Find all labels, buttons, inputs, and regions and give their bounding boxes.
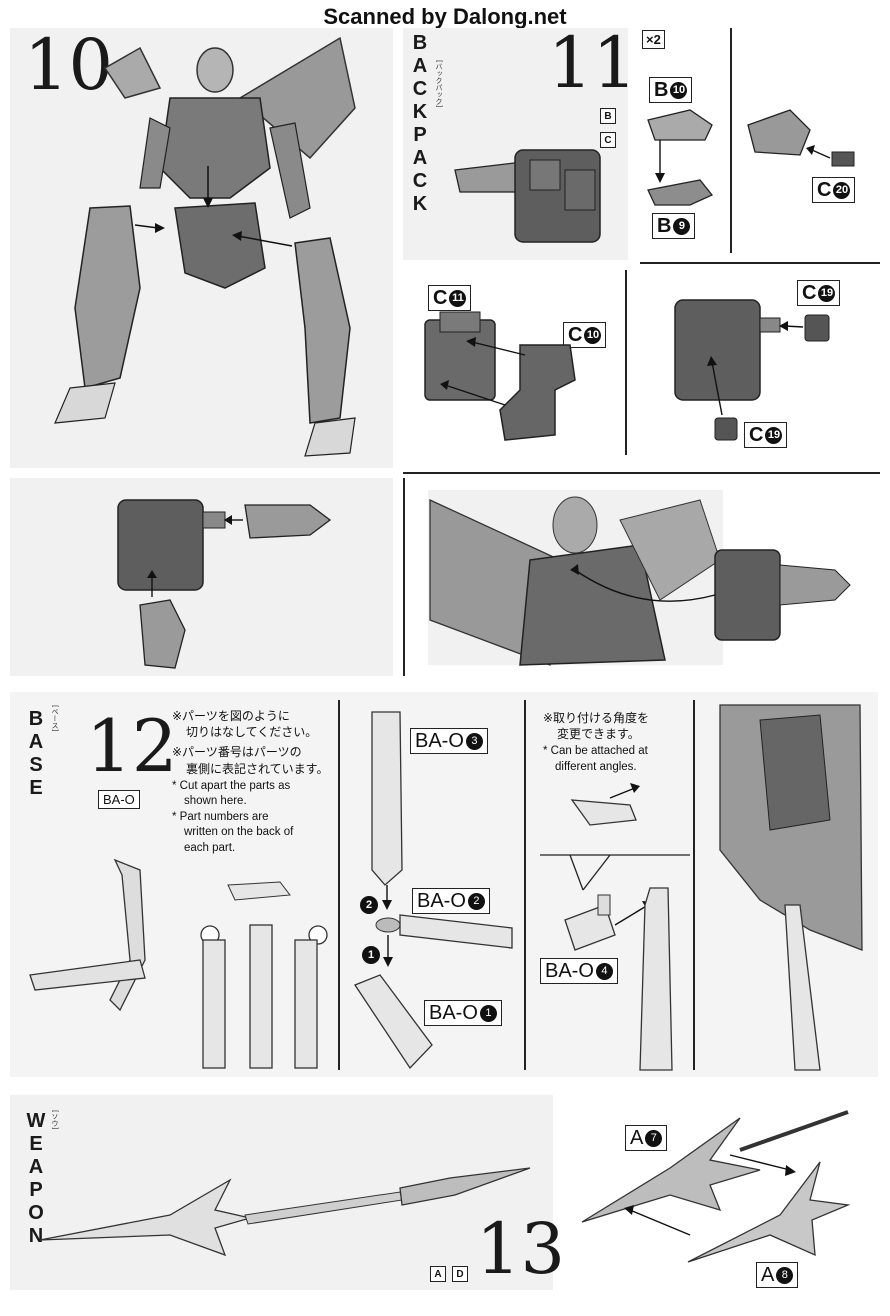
part-tag-b10-number: 10 [670,81,688,99]
part-tag-c20-runner: C [817,179,832,201]
part-tag-c19-top-number: 19 [818,284,836,302]
backpack-assembly-divider [403,478,405,676]
step12-divider-1 [338,700,340,1070]
step11-divider-vertical-1 [730,28,732,253]
step13-furigana: [ソウ] [51,1110,59,1130]
note-jp-4: 裏側に表記されています。 [186,761,329,776]
part-tag-b9: B 9 [652,213,696,239]
part-tag-a8: A 8 [756,1262,799,1288]
step11-multiplier: ×2 [642,30,665,49]
step11-divider-horizontal-1 [640,262,880,264]
part-tag-ba-o1-runner: BA-O [429,1002,478,1024]
part-tag-a7: A 7 [625,1125,668,1151]
part-tag-c19-top-runner: C [802,282,817,304]
part-tag-b10-runner: B [654,79,669,101]
part-tag-ba-o4-number: 4 [595,962,613,980]
part-tag-c11-runner: C [433,287,448,309]
step12-furigana: [ベース] [51,705,59,732]
part-tag-c10-runner: C [568,324,583,346]
step11-title: BACKPACK [409,32,431,216]
part-tag-c10: C 10 [563,322,607,348]
note-en-1: * Cut apart the parts as [172,779,291,792]
note-en-5: each part. [184,841,236,854]
part-tag-a7-runner: A [630,1127,644,1149]
part-tag-c10-number: 10 [584,326,602,344]
step12-divider-3 [693,700,695,1070]
order-step-1: 1 [362,946,380,964]
note-jp-3: ※パーツ番号はパーツの [172,745,302,760]
step12-divider-2 [524,700,526,1070]
step11-divider-vertical-2 [625,270,627,455]
part-tag-b10: B 10 [649,77,693,103]
note-en-4: written on the back of [184,826,294,839]
step12-title: BASE [25,708,47,800]
part-tag-b9-number: 9 [673,217,691,235]
part-tag-a8-runner: A [761,1264,775,1286]
step12-notes: ※パーツを図のように 切りはなしてください。 ※パーツ番号はパーツの 裏側に表記… [172,708,328,856]
note-jp-2: 切りはなしてください。 [186,725,318,740]
order-step-2: 2 [360,896,378,914]
angle-en-1: * Can be attached at [543,745,648,758]
step11-furigana: [バックパック] [435,60,443,108]
part-tag-c19-bottom-number: 19 [765,426,783,444]
step13-title: WEAPON [25,1110,47,1248]
note-en-2: shown here. [184,795,247,808]
step13-number: 13 [476,1208,566,1290]
step12-runner: BA-O [98,790,140,809]
part-tag-a8-number: 8 [776,1266,794,1284]
step13-runner-d: D [452,1266,468,1282]
note-en-3: * Part numbers are [172,810,269,823]
part-tag-c20: C 20 [812,177,856,203]
part-tag-ba-o4-runner: BA-O [545,960,594,982]
step13-runner-a: A [430,1266,446,1282]
part-tag-ba-o1: BA-O 1 [424,1000,502,1026]
step10-number: 10 [24,24,114,106]
part-tag-c19-top: C 19 [797,280,841,306]
part-tag-c11: C 11 [428,285,472,311]
step12-number: 12 [86,704,178,788]
step10-panel: 10 [10,28,393,468]
part-tag-ba-o3-runner: BA-O [415,730,464,752]
part-tag-c19-bottom: C 19 [744,422,788,448]
part-tag-c20-number: 20 [833,181,851,199]
note-jp-1: ※パーツを図のように [172,709,290,723]
angle-jp-2: 変更できます。 [557,727,640,742]
part-tag-ba-o3-number: 3 [465,732,483,750]
part-tag-ba-o2-runner: BA-O [417,890,466,912]
step12-angle-notes: ※取り付ける角度を 変更できます。 * Can be attached at d… [543,710,649,775]
part-tag-ba-o3: BA-O 3 [410,728,488,754]
angle-jp-1: ※取り付ける角度を [543,711,650,725]
part-tag-c19-bottom-runner: C [749,424,764,446]
part-tag-b9-runner: B [657,215,672,237]
angle-en-2: different angles. [555,760,637,773]
part-tag-a7-number: 7 [645,1129,663,1147]
part-tag-c11-number: 11 [449,289,467,307]
part-tag-ba-o2: BA-O 2 [412,888,490,914]
mobile-suit-torso-illustration [54,36,356,457]
step11-number: 11 [548,22,638,104]
step11-divider-horizontal-2 [403,472,880,474]
step11-runner-c: C [600,132,616,148]
step11-runner-b: B [600,108,616,124]
part-tag-ba-o1-number: 1 [479,1004,497,1022]
scan-watermark: Scanned by Dalong.net [323,4,567,29]
part-tag-ba-o4: BA-O 4 [540,958,618,984]
part-tag-ba-o2-number: 2 [467,892,485,910]
